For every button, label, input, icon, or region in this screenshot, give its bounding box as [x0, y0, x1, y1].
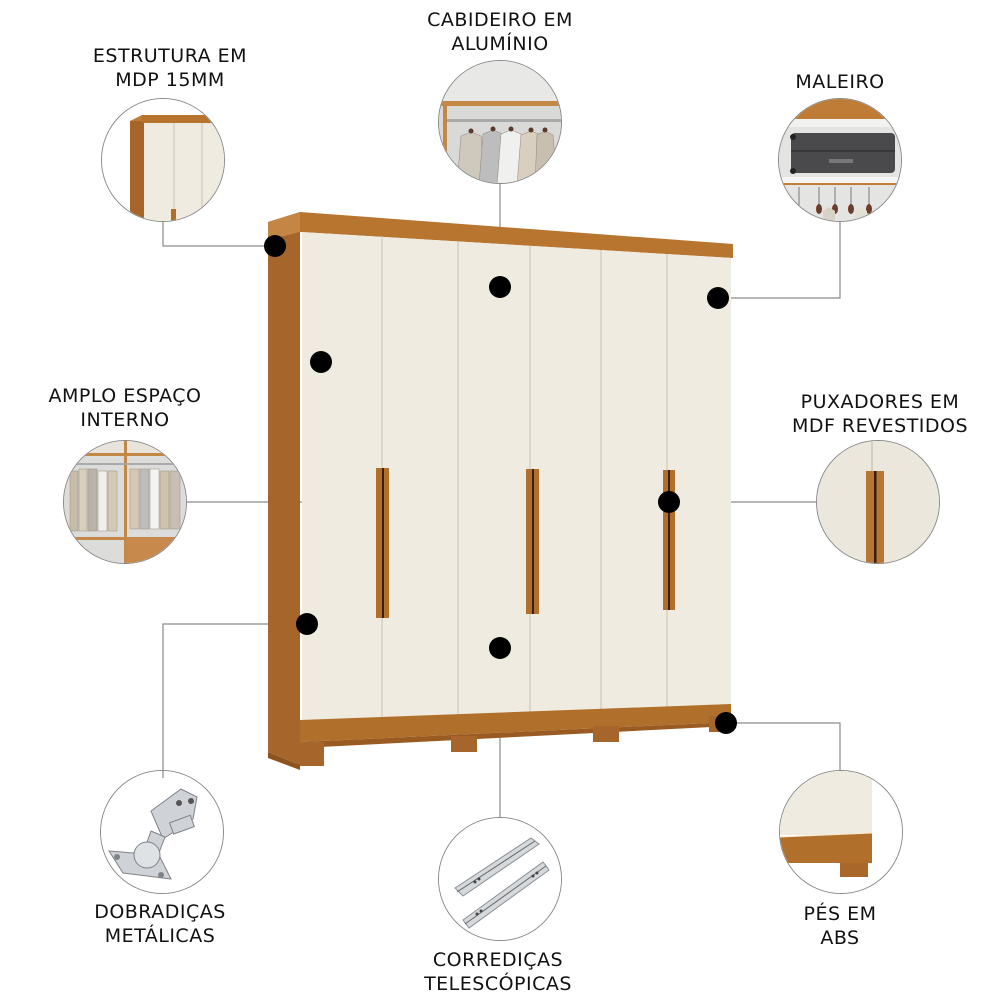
dot-cabideiro — [489, 276, 511, 298]
label-line: ALUMÍNIO — [451, 33, 549, 55]
label-puxadores: PUXADORES EM MDF REVESTIDOS — [770, 390, 990, 438]
dot-amplo — [310, 351, 332, 373]
label-line: MDF REVESTIDOS — [791, 415, 969, 437]
bubble-maleiro — [778, 98, 902, 222]
clothes-rail-icon — [439, 61, 561, 183]
label-estrutura: ESTRUTURA EM MDP 15MM — [70, 44, 270, 92]
label-line: METÁLICAS — [104, 925, 216, 947]
bubble-cabideiro — [438, 60, 562, 184]
label-cabideiro: CABIDEIRO EM ALUMÍNIO — [400, 8, 600, 56]
bubble-dobradicas — [100, 770, 224, 894]
bubble-amplo — [63, 440, 187, 564]
bubble-puxadores — [816, 440, 940, 564]
label-line: AMPLO ESPAÇO — [48, 385, 202, 407]
dot-dobradicas — [296, 613, 318, 635]
hinge-icon — [101, 771, 223, 893]
label-line: CABIDEIRO EM — [427, 9, 573, 31]
label-pes: PÉS EM ABS — [740, 902, 940, 950]
label-line: PÉS EM — [803, 903, 877, 925]
label-line: INTERNO — [80, 409, 170, 431]
callout-dots — [264, 235, 737, 734]
label-maleiro: MALEIRO — [740, 70, 940, 94]
handle-icon — [817, 441, 939, 563]
label-line: ESTRUTURA EM — [92, 45, 248, 67]
label-line: MDP 15MM — [115, 69, 225, 91]
handles — [376, 468, 675, 618]
bubble-pes — [779, 770, 903, 894]
label-line: CORREDIÇAS — [432, 949, 564, 971]
abs-foot-icon — [780, 771, 902, 893]
label-dobradicas: DOBRADIÇAS METÁLICAS — [60, 900, 260, 948]
label-amplo: AMPLO ESPAÇO INTERNO — [25, 384, 225, 432]
wardrobe — [268, 212, 733, 770]
dot-puxadores — [658, 491, 680, 513]
dot-corredicas — [489, 637, 511, 659]
dot-pes — [715, 712, 737, 734]
bubble-corredicas — [438, 817, 562, 941]
label-line: PUXADORES EM — [800, 391, 960, 413]
label-corredicas: CORREDIÇAS TELESCÓPICAS — [398, 948, 598, 996]
dot-maleiro — [707, 287, 729, 309]
dot-estrutura — [264, 235, 286, 257]
label-line: TELESCÓPICAS — [424, 973, 572, 995]
suitcase-shelf-icon — [779, 99, 901, 221]
label-line: ABS — [820, 927, 860, 949]
hanging-clothes-icon — [64, 441, 186, 563]
label-line: DOBRADIÇAS — [94, 901, 226, 923]
drawer-slide-icon — [439, 818, 561, 940]
label-line: MALEIRO — [795, 71, 885, 93]
